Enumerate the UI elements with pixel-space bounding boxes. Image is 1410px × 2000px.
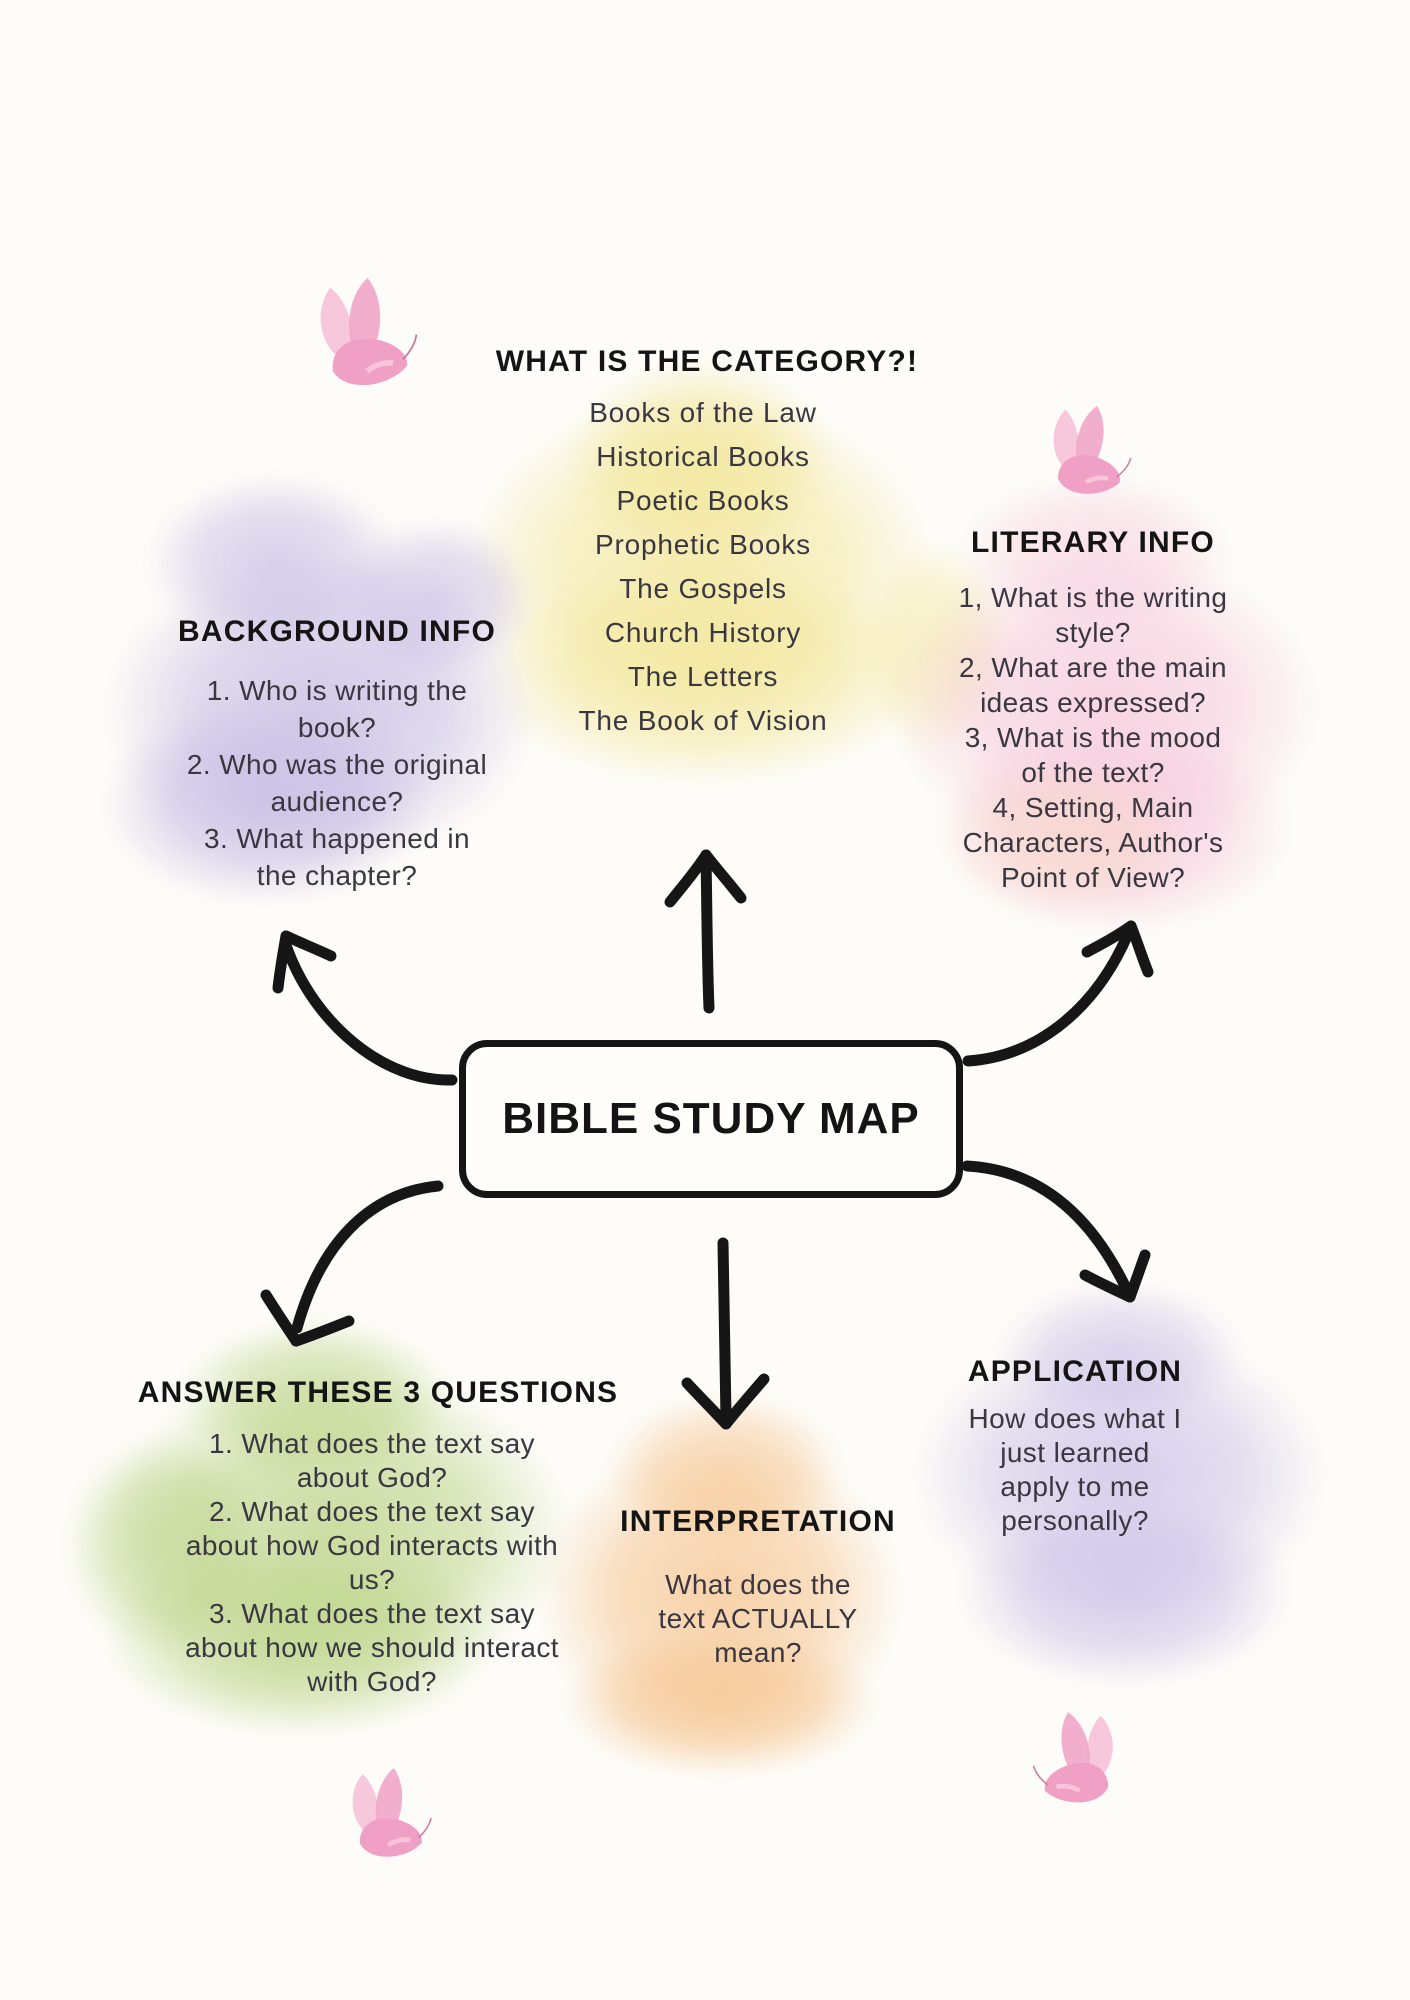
interpretation-heading: INTERPRETATION [620,1505,896,1538]
arrow-left-up [272,930,458,1086]
background-list: 1. Who is writing the book? 2. Who was t… [37,672,637,894]
arrow-right-up [962,920,1154,1067]
butterfly-icon [320,277,418,386]
list-item: Books of the Law [589,397,817,428]
blob-lobe [935,755,1195,920]
interpretation-body: What does the text ACTUALLY mean? [458,1568,1058,1670]
list-item: Poetic Books [616,485,790,516]
list-item: Prophetic Books [595,529,811,560]
list-item: 3, What is the mood of the text? [964,722,1222,788]
list-item: 2. What does the text say about how God … [185,1496,559,1595]
background-heading: BACKGROUND INFO [178,615,496,648]
butterfly-icon [352,1768,432,1857]
blob-lobe [95,695,435,910]
list-item: 4, Setting, Main Characters, Author's Po… [962,792,1224,893]
blob-lobe [950,470,1240,640]
literary-heading: LITERARY INFO [971,526,1215,559]
answer-heading: ANSWER THESE 3 QUESTIONS [137,1376,619,1409]
butterfly-icon [1053,405,1132,494]
category-list: Books of the Law Historical Books Poetic… [403,391,1003,743]
list-item: 2. Who was the original audience? [186,749,488,817]
application-body: How does what I just learned apply to me… [775,1402,1375,1538]
list-item: 2, What are the main ideas expressed? [959,652,1227,718]
list-item: 3. What happened in the chapter? [203,823,470,891]
blob-lobe [330,515,540,680]
category-heading: WHAT IS THE CATEGORY?! [495,345,919,378]
blob-lobe [560,355,840,565]
blob-lobe [950,1495,1300,1690]
arrow-up [664,849,747,1014]
list-item: The Gospels [619,573,787,604]
list-item: The Letters [627,661,779,692]
application-heading: APPLICATION [967,1355,1183,1388]
list-item: What does the text ACTUALLY mean? [658,1569,858,1668]
answer-list: 1. What does the text say about God? 2. … [72,1427,672,1699]
literary-list: 1, What is the writing style? 2, What ar… [793,580,1393,895]
list-item: Historical Books [596,441,810,472]
butterfly-icon [1032,1712,1113,1803]
blob-lobe [95,1535,505,1740]
page-title: BIBLE STUDY MAP [502,1094,920,1143]
list-item: How does what I just learned apply to me… [968,1403,1182,1536]
list-item: 1. What does the text say about God? [209,1428,535,1493]
list-item: 3. What does the text say about how we s… [185,1598,559,1697]
list-item: Church History [604,617,802,648]
blob-lobe [555,1625,885,1780]
center-node: BIBLE STUDY MAP [459,1040,963,1198]
list-item: 1, What is the writing style? [958,582,1228,648]
list-item: The Book of Vision [578,705,828,736]
blob-lobe [990,1278,1250,1428]
list-item: 1. Who is writing the book? [206,675,468,743]
